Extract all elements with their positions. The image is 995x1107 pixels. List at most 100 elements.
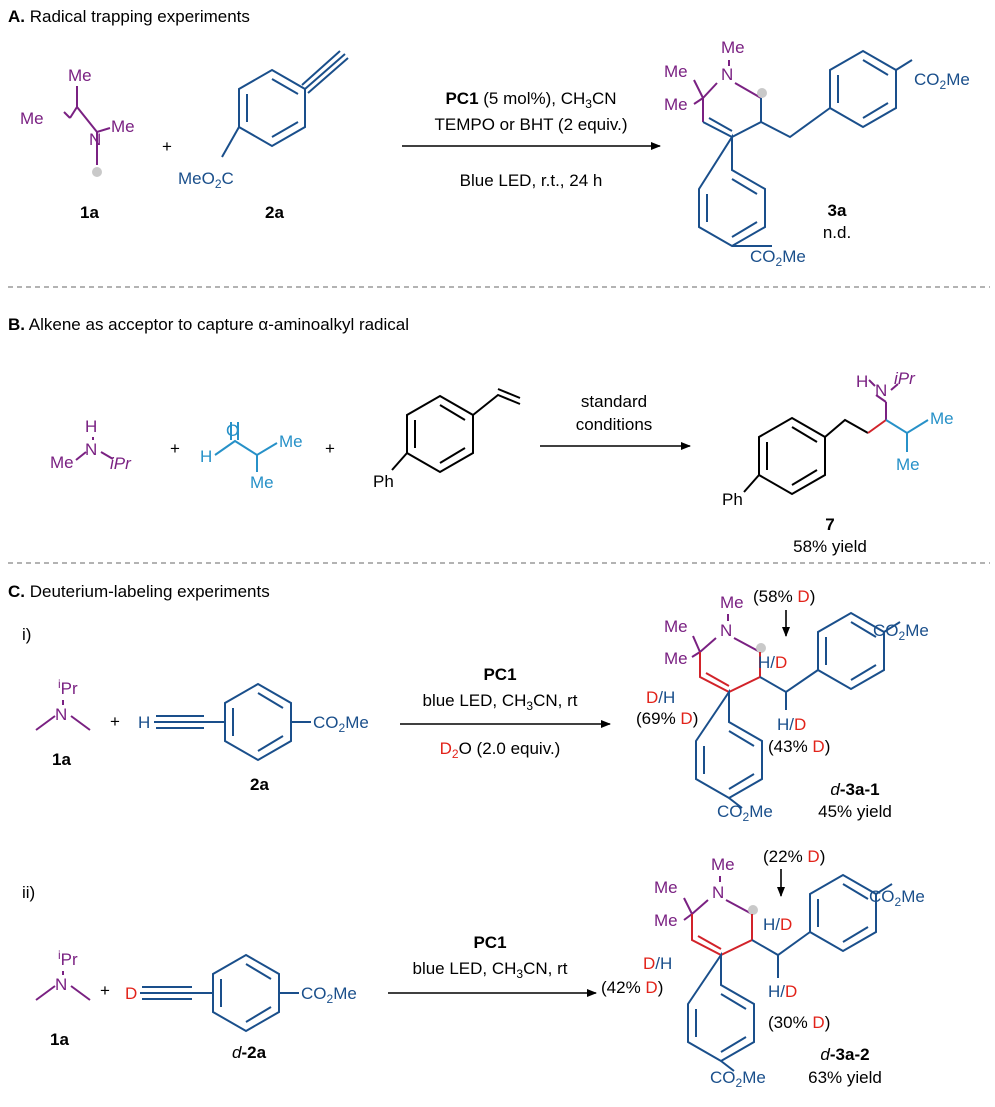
pct-bot-2: (30% D) <box>768 1013 830 1032</box>
label-d-3a-1: d-3a-1 <box>830 780 879 799</box>
radical-marker <box>757 88 767 98</box>
section-a: A. Radical trapping experiments Me Me N … <box>8 7 970 269</box>
atom-me: Me <box>279 432 303 451</box>
yield-d-3a-1: 45% yield <box>818 802 892 821</box>
label-1a: 1a <box>80 203 99 222</box>
group-co2me: CO2Me <box>301 984 357 1006</box>
label-7: 7 <box>825 515 834 534</box>
atom-me: Me <box>250 473 274 492</box>
atom-me: Me <box>664 95 688 114</box>
section-b: B. Alkene as acceptor to capture α-amino… <box>8 315 954 556</box>
atom-n: N <box>875 381 887 400</box>
radical-marker <box>756 643 766 653</box>
atom-me: Me <box>654 911 678 930</box>
compound-2a-i: H CO2Me 2a <box>138 682 369 794</box>
atom-n: N <box>55 975 67 994</box>
pct-top-2: (22% D) <box>763 847 825 866</box>
group-ipr: iPr <box>58 677 78 698</box>
pct-left-2: (42% D) <box>601 978 663 997</box>
radical-marker <box>92 167 102 177</box>
section-c-title: C. Deuterium-labeling experiments <box>8 582 270 601</box>
section-c: C. Deuterium-labeling experiments i) iPr… <box>8 582 929 1090</box>
group-ipr: iPr <box>894 369 916 388</box>
atom-me: Me <box>711 855 735 874</box>
atom-me: Me <box>20 109 44 128</box>
group-co2me: CO2Me <box>710 1068 766 1090</box>
arrow-a: PC1 (5 mol%), CH3CN TEMPO or BHT (2 equi… <box>402 89 661 190</box>
arrow-b: standard conditions <box>540 392 691 450</box>
reactant-styrene: Ph <box>373 388 521 491</box>
hd-label-bot-1: H/D <box>777 715 806 734</box>
atom-h: H <box>856 372 868 391</box>
atom-d: D <box>125 984 137 1003</box>
radical-marker <box>748 905 758 915</box>
label-1a: 1a <box>52 750 71 769</box>
group-meo2c: MeO2C <box>178 169 234 191</box>
conditions-c-ii-line2: blue LED, CH3CN, rt <box>412 959 567 981</box>
compound-d-3a-1: (58% D) Me Me Me N H/D D/H (69% D) H/D (… <box>636 587 929 824</box>
conditions-a-line2: TEMPO or BHT (2 equiv.) <box>434 115 627 134</box>
atom-me: Me <box>111 117 135 136</box>
atom-me: Me <box>896 455 920 474</box>
atom-me: Me <box>721 38 745 57</box>
section-a-title: A. Radical trapping experiments <box>8 7 250 26</box>
compound-1a: Me Me N Me 1a <box>20 66 135 222</box>
plus-sign: + <box>110 712 120 731</box>
compound-d-2a: D CO2Me d-2a <box>125 953 357 1062</box>
label-d-2a: d-2a <box>232 1043 267 1062</box>
hd-label-top-1: H/D <box>758 653 787 672</box>
conditions-b-line2: conditions <box>576 415 653 434</box>
atom-h: H <box>138 713 150 732</box>
hd-label-left-1: D/H <box>646 688 675 707</box>
yield-7: 58% yield <box>793 537 867 556</box>
group-co2me: CO2Me <box>869 887 925 909</box>
group-ipr: iPr <box>58 948 78 969</box>
conditions-c-i-line2: blue LED, CH3CN, rt <box>422 691 577 713</box>
atom-n: N <box>721 65 733 84</box>
plus-sign: + <box>162 137 172 156</box>
atom-n: N <box>89 130 101 149</box>
atom-ph: Ph <box>722 490 743 509</box>
atom-h: H <box>85 417 97 436</box>
atom-me: Me <box>664 62 688 81</box>
atom-o: O <box>226 421 239 440</box>
atom-me: Me <box>664 617 688 636</box>
reactant-amine: Me H N iPr <box>50 417 132 473</box>
group-ipr: iPr <box>110 454 132 473</box>
pct-bot-1: (43% D) <box>768 737 830 756</box>
atom-me: Me <box>50 453 74 472</box>
plus-sign: + <box>100 981 110 1000</box>
atom-me: Me <box>664 649 688 668</box>
group-co2me: CO2Me <box>873 621 929 643</box>
label-d-3a-2: d-3a-2 <box>820 1045 869 1064</box>
atom-n: N <box>720 621 732 640</box>
atom-h: H <box>200 447 212 466</box>
label-3a: 3a <box>828 201 847 220</box>
conditions-c-i-line1: PC1 <box>483 665 516 684</box>
compound-1a-i: iPr N 1a <box>35 677 91 769</box>
compound-2a: MeO2C 2a <box>178 50 349 222</box>
pct-left-1: (69% D) <box>636 709 698 728</box>
pct-top-1: (58% D) <box>753 587 815 606</box>
conditions-b-line1: standard <box>581 392 647 411</box>
label-2a: 2a <box>265 203 284 222</box>
conditions-a-line3: Blue LED, r.t., 24 h <box>460 171 603 190</box>
group-co2me: CO2Me <box>313 713 369 735</box>
label-1a: 1a <box>50 1030 69 1049</box>
conditions-c-ii-line1: PC1 <box>473 933 506 952</box>
hd-label-left-2: D/H <box>643 954 672 973</box>
atom-me: Me <box>930 409 954 428</box>
atom-me: Me <box>654 878 678 897</box>
group-co2me: CO2Me <box>750 247 806 269</box>
arrow-c-ii: PC1 blue LED, CH3CN, rt <box>388 933 597 997</box>
status-3a: n.d. <box>823 223 851 242</box>
section-b-title: B. Alkene as acceptor to capture α-amino… <box>8 315 409 334</box>
atom-n: N <box>55 705 67 724</box>
atom-me: Me <box>68 66 92 85</box>
label-2a: 2a <box>250 775 269 794</box>
group-co2me: CO2Me <box>717 802 773 824</box>
arrow-c-i: PC1 blue LED, CH3CN, rt D2O (2.0 equiv.) <box>400 665 611 761</box>
group-co2me: CO2Me <box>914 70 970 92</box>
